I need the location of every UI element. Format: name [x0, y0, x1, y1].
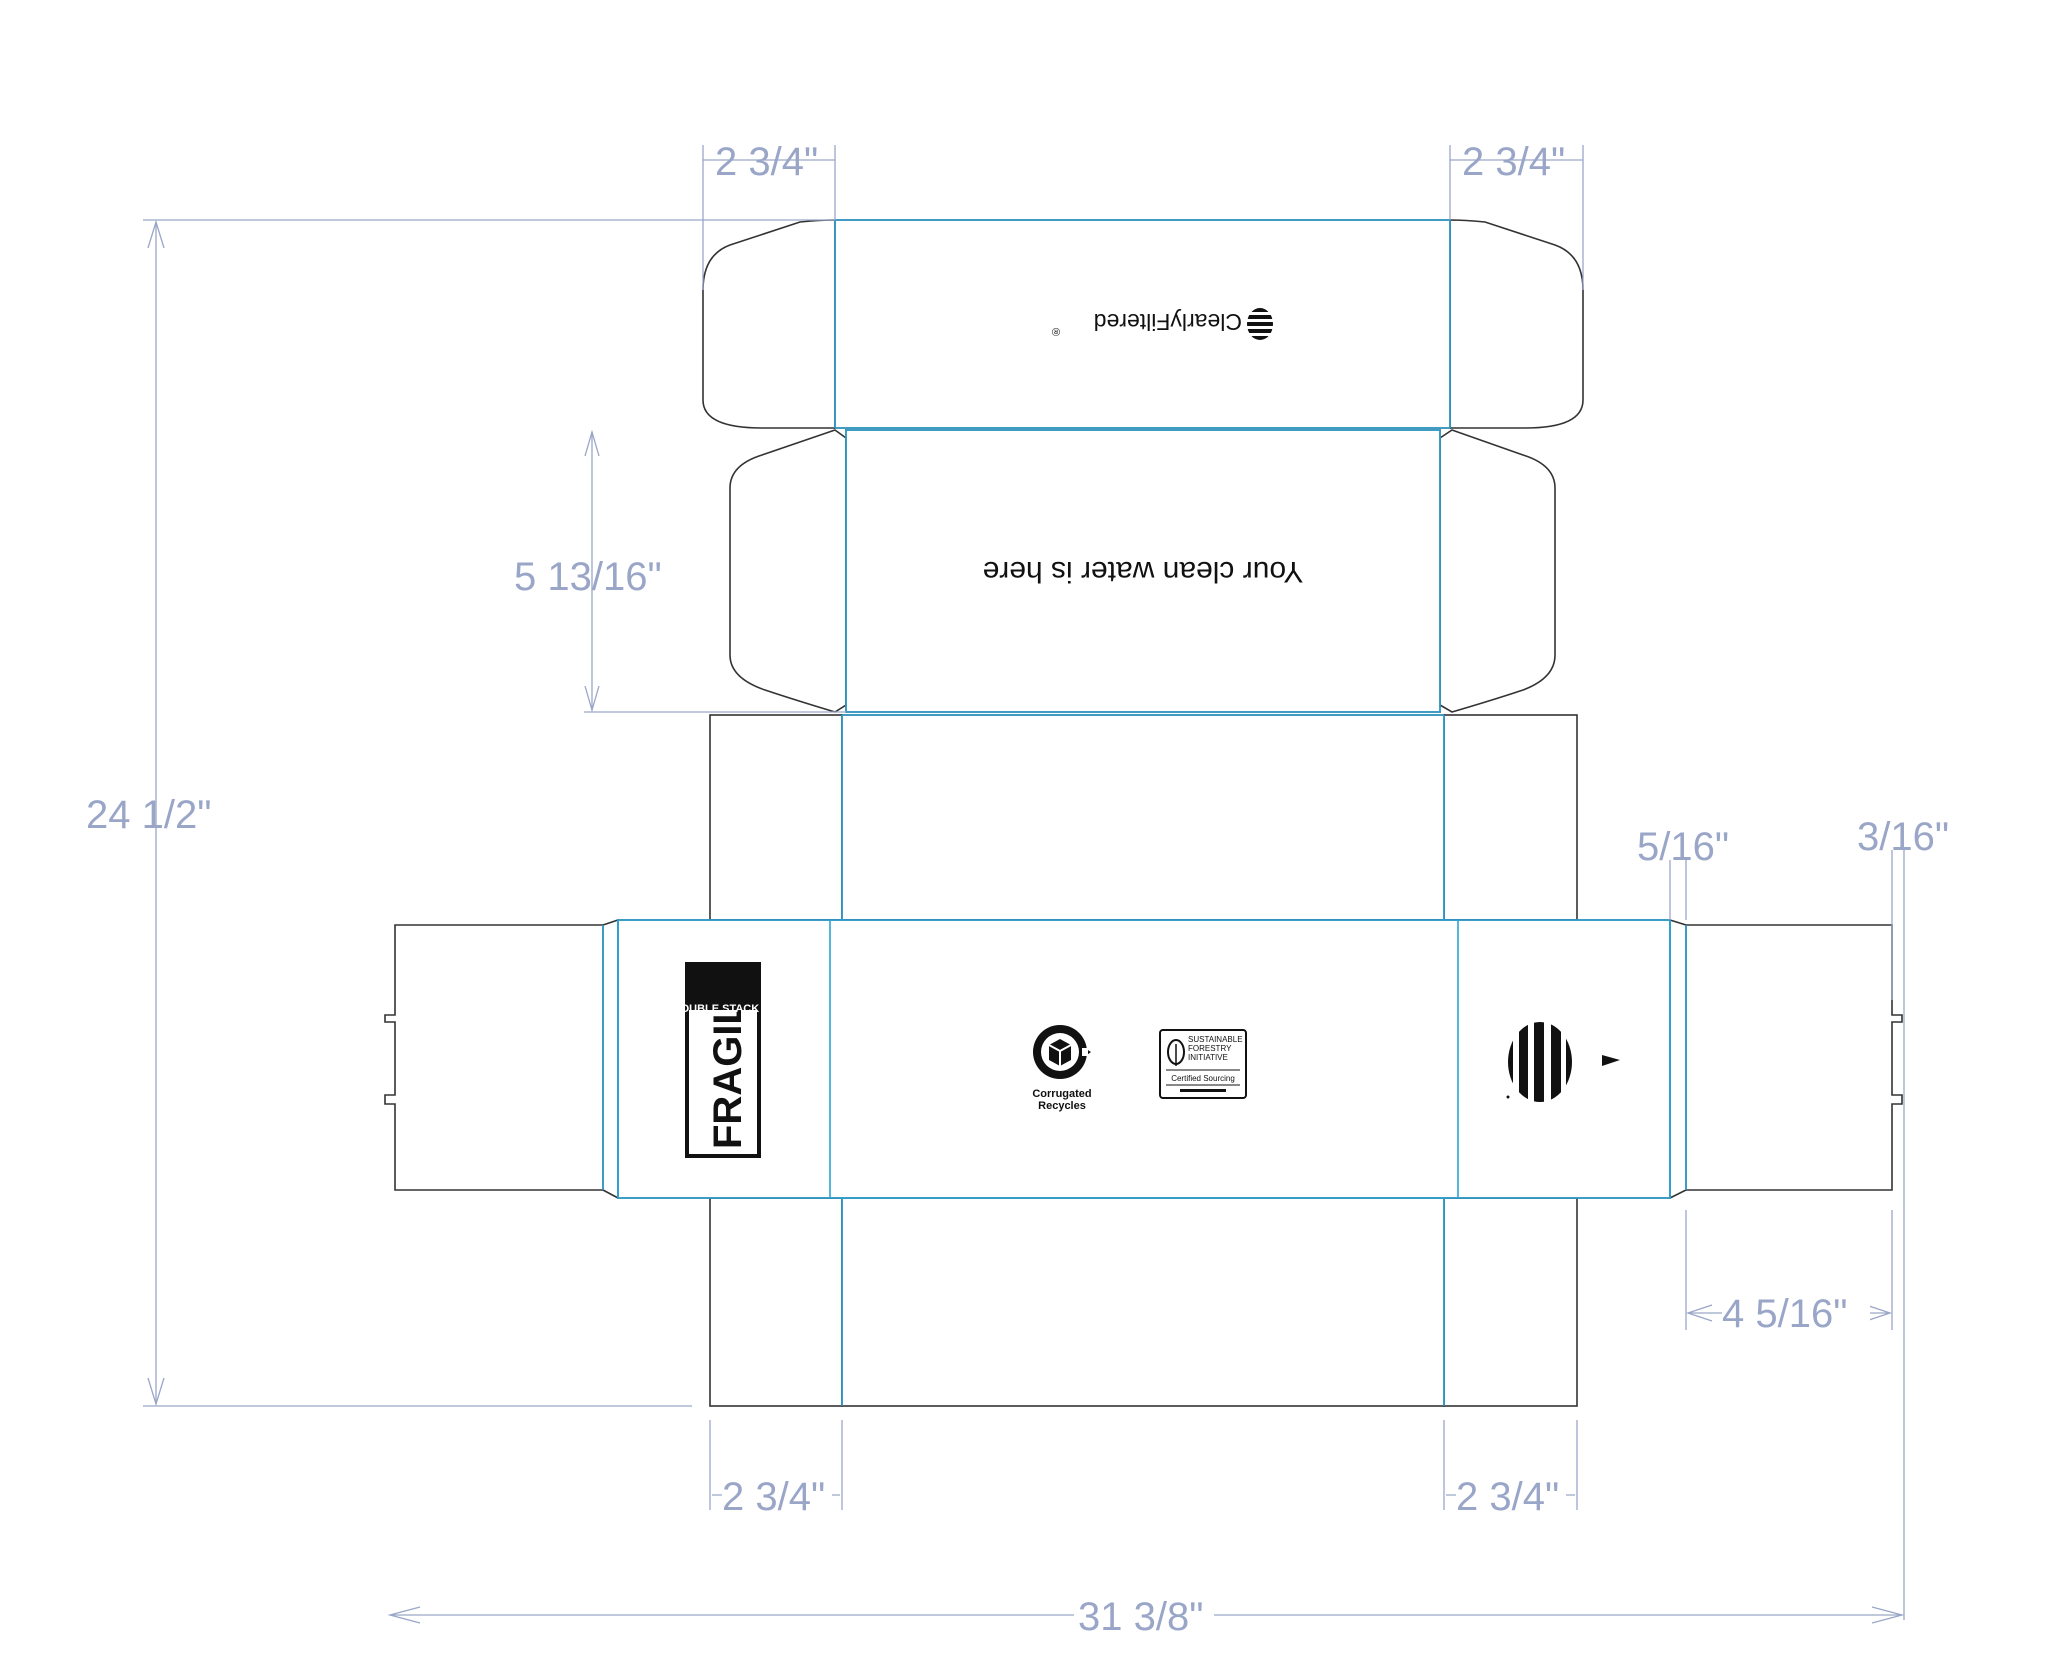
lid-message: Your clean water is here: [983, 555, 1304, 588]
dim-total-height: 24 1/2": [86, 793, 211, 837]
dim-top-left: 2 3/4": [715, 140, 818, 184]
fold-lines: [602, 219, 1687, 1406]
cut-lines: [384, 219, 1903, 1407]
dim-edge: 3/16": [1857, 815, 1949, 859]
sfi-line-3: INITIATIVE: [1188, 1053, 1228, 1062]
top-tuck-flap: [702, 219, 836, 429]
back-panel: [841, 714, 1445, 921]
recycle-label-2: Recycles: [1038, 1100, 1086, 1112]
dimension-lines: 2 3/4" 2 3/4" 24 1/2" 5 13/16" 5/16" 3/1…: [86, 140, 1949, 1639]
fragile-title: FRAGILE: [706, 973, 750, 1149]
dim-bottom-right: 2 3/4": [1456, 1475, 1559, 1519]
fragile-subtitle: DO NOT DOUBLE STACK: [627, 1003, 759, 1015]
sfi-line-2: FORESTRY: [1188, 1044, 1232, 1053]
dim-total-width: 31 3/8": [1078, 1595, 1203, 1639]
fragile-label: FRAGILE DO NOT DOUBLE STACK: [627, 962, 761, 1158]
corrugated-recycles-icon: [1033, 1025, 1091, 1079]
sfi-tree-icon: [1167, 1039, 1185, 1066]
dim-lid-depth: 5 13/16": [514, 555, 662, 599]
brand-lockup: ClearlyFiltered ®: [1052, 308, 1274, 340]
recycle-label-1: Corrugated: [1032, 1088, 1091, 1100]
lid-flap-left: [729, 429, 847, 713]
dim-bottom-left: 2 3/4": [722, 1475, 825, 1519]
lid-panel: [845, 429, 1441, 713]
bottom-panel: [841, 1197, 1445, 1407]
left-end-tuck: [384, 924, 604, 1191]
top-tuck-panel: [834, 219, 1451, 429]
main-band: [617, 919, 1671, 1199]
bottom-flap-left: [709, 1197, 843, 1407]
back-flap-right: [1443, 714, 1578, 921]
corrugated-recycles-badge: Corrugated Recycles: [1032, 1025, 1092, 1112]
brand-mark-large: [1506, 1022, 1620, 1102]
back-flap-left: [709, 714, 843, 921]
brand-name: ClearlyFiltered: [1094, 309, 1242, 335]
dim-top-right: 2 3/4": [1462, 140, 1565, 184]
sfi-cert: Certified Sourcing: [1171, 1074, 1235, 1083]
sfi-line-1: SUSTAINABLE: [1188, 1035, 1243, 1044]
sfi-badge: SUSTAINABLE FORESTRY INITIATIVE Certifie…: [1159, 1029, 1247, 1099]
bottom-flap-right: [1443, 1197, 1578, 1407]
brand-logo-icon: [1246, 308, 1274, 340]
dim-side-panel: 4 5/16": [1722, 1292, 1847, 1336]
top-tuck-flap-right: [1449, 219, 1584, 429]
dim-tuck-slot: 5/16": [1637, 825, 1729, 869]
right-end-tuck: [1685, 924, 1903, 1191]
brand-registered-mark: ®: [1052, 325, 1060, 337]
lid-flap-right: [1439, 429, 1556, 713]
